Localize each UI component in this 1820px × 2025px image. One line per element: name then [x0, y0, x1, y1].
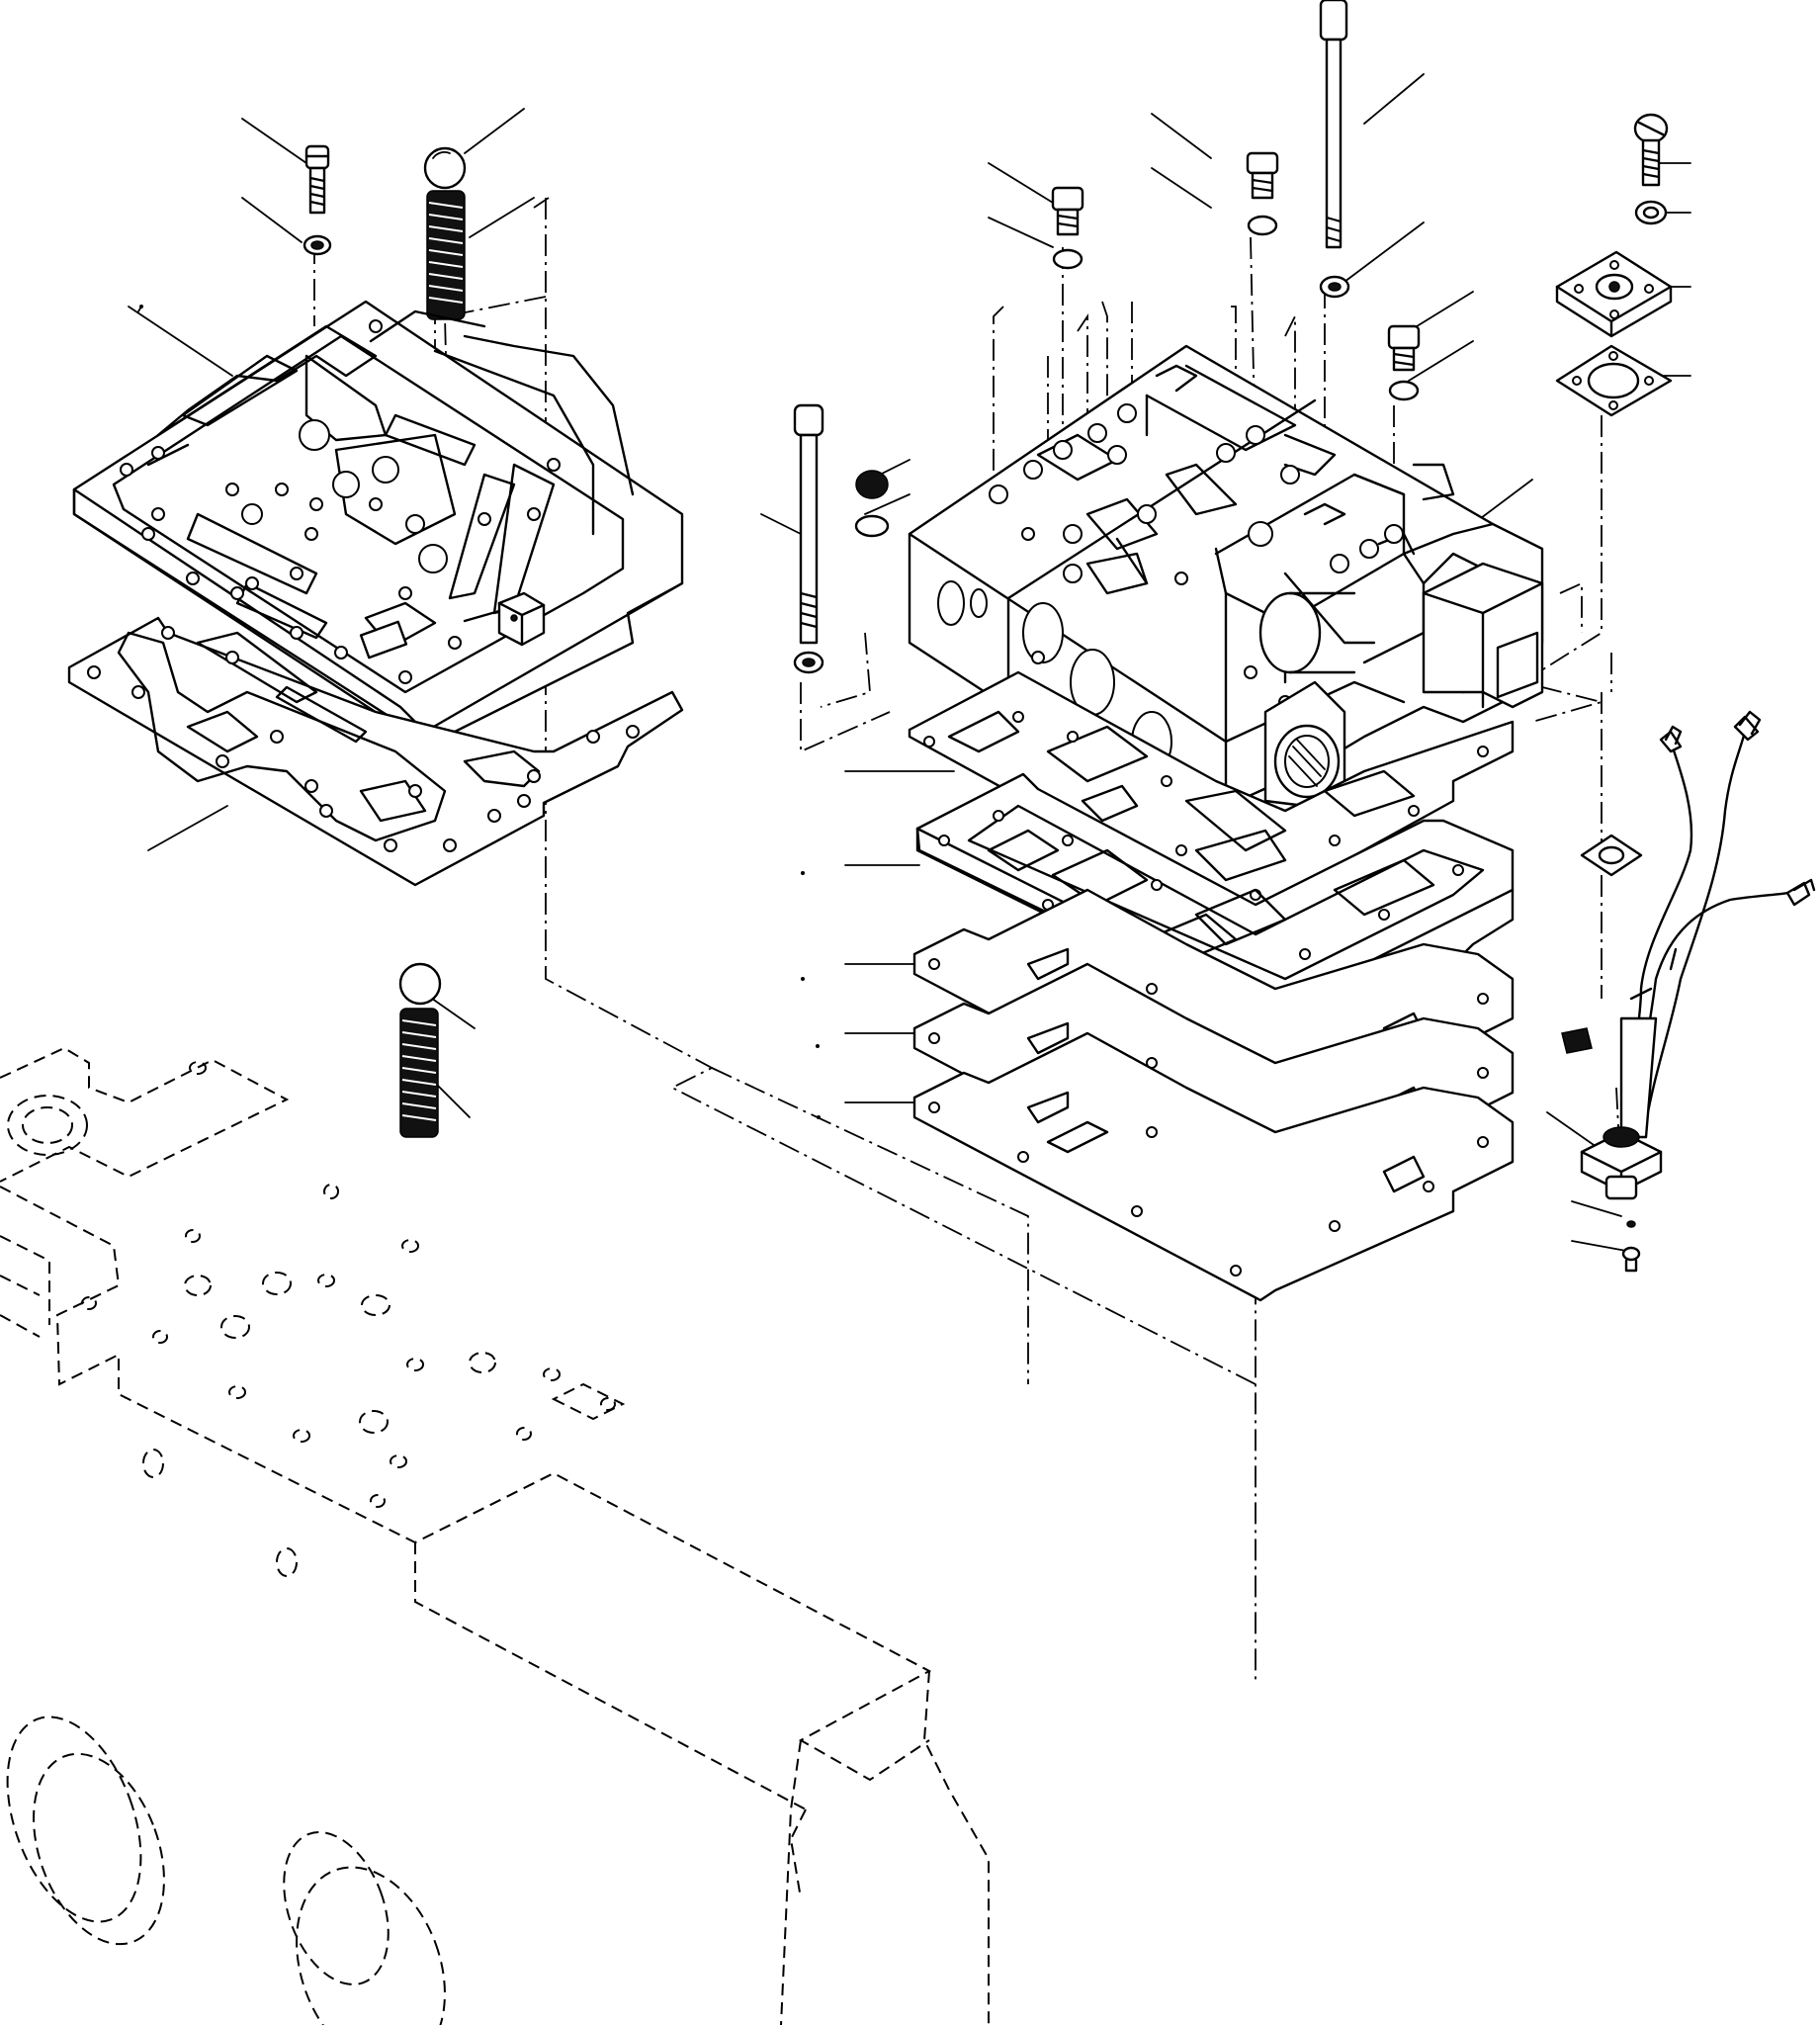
leader-lines: [128, 73, 1691, 1252]
valve-body-ports: [937, 403, 1514, 772]
plug-left-center: [854, 470, 890, 538]
cover-washer: [1634, 200, 1668, 225]
cover-gasket: [1555, 344, 1673, 417]
solenoid-harness: [1561, 710, 1816, 1273]
harness-terminal-2: [1733, 710, 1762, 742]
lower-gasket-3: [912, 1031, 1515, 1302]
plug-1: [1051, 186, 1084, 270]
plug-2: [1246, 151, 1279, 236]
long-bolt-center: [793, 403, 824, 674]
plug-3: [1387, 324, 1421, 401]
print-dots: [139, 305, 821, 1119]
harness-tab: [1561, 1027, 1593, 1054]
washer-left: [303, 234, 332, 256]
ball-upper: [423, 146, 467, 190]
small-solenoid-block: [463, 591, 546, 647]
valve-body-cylinder: [1258, 591, 1356, 674]
valve-body-fitting: [1263, 680, 1346, 808]
upper-valve-plate: [72, 300, 684, 748]
connector-screw: [1621, 1220, 1641, 1273]
spring-lower: [399, 1008, 439, 1138]
transmission-case: [0, 1046, 990, 2025]
long-bolt-right: [1319, 0, 1350, 299]
plate-holes: [120, 319, 561, 684]
ball-lower: [398, 962, 442, 1006]
upper-gasket: [67, 616, 684, 887]
solenoid-cover: [1555, 250, 1673, 338]
cover-screw: [1633, 113, 1669, 187]
valve-body-block: [1422, 562, 1544, 709]
connector-gasket: [1580, 834, 1643, 877]
harness-terminal-3: [1785, 878, 1816, 907]
harness-terminal-1: [1659, 725, 1683, 753]
cap-screw-left: [304, 144, 330, 215]
harness-connector: [1580, 1126, 1663, 1200]
lower-gaskets: [912, 888, 1515, 1302]
spring-upper: [426, 190, 466, 320]
harness-sleeve: [1619, 1016, 1658, 1139]
